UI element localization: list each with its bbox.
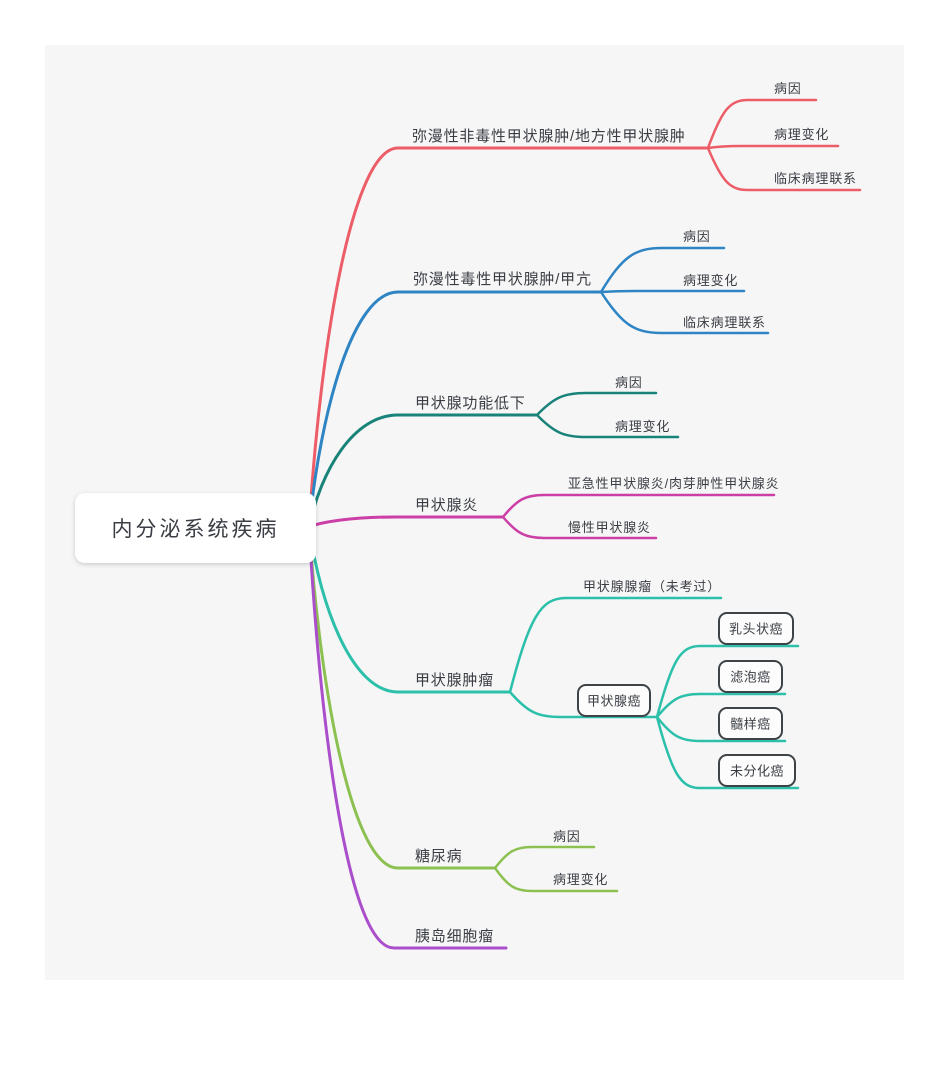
topic-box[interactable] bbox=[577, 684, 651, 717]
child-node-label[interactable]: 亚急性甲状腺炎/肉芽肿性甲状腺炎 bbox=[568, 476, 779, 491]
topic-box[interactable] bbox=[718, 660, 783, 693]
child-line bbox=[535, 413, 680, 439]
child-node-label[interactable]: 临床病理联系 bbox=[683, 315, 766, 330]
child-line bbox=[599, 290, 770, 335]
child-node-label[interactable]: 病理变化 bbox=[774, 127, 829, 142]
child-node-label[interactable]: 临床病理联系 bbox=[774, 171, 857, 186]
child-line bbox=[706, 98, 818, 150]
box-node-label[interactable]: 乳头状癌 bbox=[729, 622, 783, 637]
branch-line bbox=[307, 290, 603, 529]
child-node-label[interactable]: 病理变化 bbox=[553, 872, 608, 887]
child-line bbox=[706, 144, 840, 150]
topic-box[interactable] bbox=[718, 707, 783, 740]
branch-line bbox=[307, 525, 512, 694]
child-line bbox=[599, 246, 726, 294]
child-line bbox=[655, 715, 800, 790]
child-line bbox=[501, 515, 658, 540]
child-line bbox=[655, 644, 800, 719]
branch-line bbox=[307, 525, 508, 950]
branch-node-label[interactable]: 糖尿病 bbox=[415, 848, 462, 865]
child-line bbox=[706, 146, 862, 192]
child-node-label[interactable]: 病因 bbox=[683, 229, 711, 244]
child-node-label[interactable]: 病理变化 bbox=[615, 419, 670, 434]
child-node-label[interactable]: 甲状腺腺瘤（未考过） bbox=[583, 579, 721, 594]
child-node-label[interactable]: 慢性甲状腺炎 bbox=[568, 520, 651, 535]
child-line bbox=[599, 289, 746, 294]
box-node-label[interactable]: 滤泡癌 bbox=[730, 670, 771, 685]
topic-box[interactable] bbox=[718, 754, 796, 787]
child-line bbox=[493, 845, 596, 870]
box-node-label[interactable]: 未分化癌 bbox=[730, 764, 784, 779]
child-node-label[interactable]: 病因 bbox=[553, 829, 581, 844]
branch-line bbox=[307, 525, 497, 870]
child-line bbox=[493, 866, 619, 893]
child-node-label[interactable]: 病因 bbox=[615, 375, 643, 390]
box-node-label[interactable]: 甲状腺癌 bbox=[587, 694, 641, 709]
child-line bbox=[508, 690, 659, 719]
branch-node-label[interactable]: 甲状腺功能低下 bbox=[415, 395, 526, 412]
child-line bbox=[655, 692, 787, 719]
branch-node-label[interactable]: 弥漫性毒性甲状腺肿/甲亢 bbox=[413, 270, 592, 288]
root-node-label[interactable]: 内分泌系统疾病 bbox=[112, 518, 280, 541]
child-line bbox=[655, 715, 787, 743]
box-node-label[interactable]: 髓样癌 bbox=[730, 717, 771, 732]
branch-node-label[interactable]: 弥漫性非毒性甲状腺肿/地方性甲状腺肿 bbox=[412, 127, 686, 145]
branch-node-label[interactable]: 甲状腺肿瘤 bbox=[415, 672, 494, 689]
branch-node-label[interactable]: 甲状腺炎 bbox=[415, 497, 478, 514]
child-node-label[interactable]: 病因 bbox=[774, 81, 802, 96]
branch-line bbox=[307, 146, 710, 529]
branch-node-label[interactable]: 胰岛细胞瘤 bbox=[415, 928, 494, 945]
child-line bbox=[535, 391, 658, 417]
child-line bbox=[501, 493, 776, 519]
topic-box[interactable] bbox=[718, 612, 794, 645]
root-node[interactable] bbox=[75, 493, 316, 563]
child-line bbox=[508, 596, 723, 694]
child-node-label[interactable]: 病理变化 bbox=[683, 273, 738, 288]
